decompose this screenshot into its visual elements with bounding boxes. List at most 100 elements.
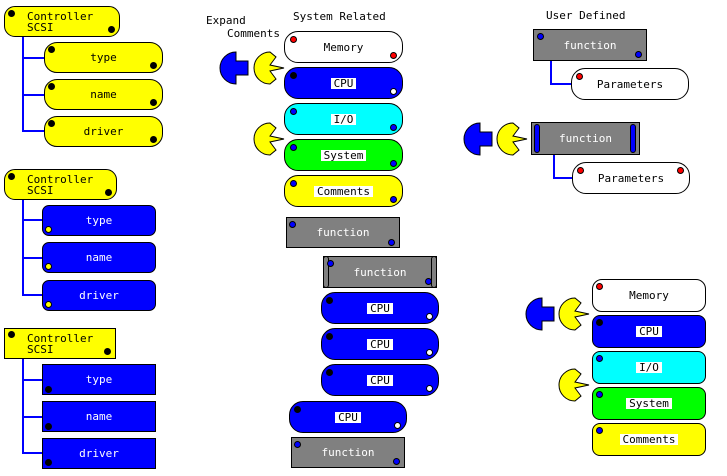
input-port-dot <box>596 391 603 398</box>
output-port-dot <box>104 348 111 355</box>
input-port-dot <box>294 406 301 413</box>
system-related-header: System Related <box>293 10 386 23</box>
controller-title: Controller SCSI <box>27 173 94 197</box>
tree-connector <box>22 57 44 59</box>
input-port-dot <box>8 173 15 180</box>
cpu-block[interactable]: CPU <box>321 364 439 396</box>
slot-marker <box>534 124 540 153</box>
input-port-dot <box>48 83 55 90</box>
io-block[interactable]: I/O <box>284 103 403 135</box>
input-port-dot <box>290 108 297 115</box>
input-port-dot <box>48 46 55 53</box>
comment-icon[interactable] <box>557 297 591 331</box>
input-port-dot <box>8 10 15 17</box>
parameters-block[interactable]: Parameters <box>571 68 689 100</box>
user-defined-header: User Defined <box>546 9 626 22</box>
controller-item-name[interactable]: name <box>42 242 156 273</box>
controller-item-driver[interactable]: driver <box>42 438 156 469</box>
input-port-dot <box>290 144 297 151</box>
collapse-icon[interactable] <box>460 122 494 156</box>
comment-icon[interactable] <box>252 122 286 156</box>
tree-connector <box>22 200 24 295</box>
expand-icon[interactable] <box>216 51 250 85</box>
output-port-dot <box>150 62 157 69</box>
comments-header: Comments <box>227 27 280 40</box>
input-port-dot <box>290 180 297 187</box>
cpu-block[interactable]: CPU <box>284 67 403 99</box>
tree-connector <box>22 219 42 221</box>
output-port-dot <box>390 124 397 131</box>
function-block[interactable]: function <box>533 29 647 61</box>
cpu-block[interactable]: CPU <box>321 292 439 324</box>
input-port-dot <box>8 331 15 338</box>
controller-item-driver[interactable]: driver <box>42 280 156 311</box>
input-port-dot <box>596 283 603 290</box>
controller-title: Controller SCSI <box>27 332 94 356</box>
output-port-dot <box>390 196 397 203</box>
memory-block[interactable]: Memory <box>284 31 403 63</box>
comment-icon[interactable] <box>557 368 591 402</box>
comment-icon[interactable] <box>495 122 529 156</box>
function-block[interactable]: function <box>286 217 400 248</box>
controller-item-type[interactable]: type <box>44 42 163 73</box>
input-port-dot <box>577 167 584 174</box>
controller-item-type[interactable]: type <box>42 364 156 395</box>
output-port-dot <box>426 349 433 356</box>
cpu-block[interactable]: CPU <box>592 315 706 348</box>
slot-marker <box>630 124 636 153</box>
tree-connector <box>22 359 24 453</box>
system-block[interactable]: System <box>592 387 706 420</box>
controller-item-driver[interactable]: driver <box>44 116 163 147</box>
tree-connector <box>22 379 42 381</box>
input-port-dot <box>45 423 52 430</box>
controller-item-type[interactable]: type <box>42 205 156 236</box>
controller-scsi-block[interactable]: Controller SCSI <box>4 328 116 359</box>
tree-connector <box>22 94 44 96</box>
controller-scsi-block[interactable]: Controller SCSI <box>4 169 117 200</box>
system-block[interactable]: System <box>284 139 403 171</box>
input-port-dot <box>326 333 333 340</box>
function-block[interactable]: function <box>291 437 405 468</box>
comment-icon[interactable] <box>252 51 286 85</box>
input-port-dot <box>289 221 296 228</box>
cpu-block[interactable]: CPU <box>289 401 407 433</box>
input-port-dot <box>45 226 52 233</box>
output-port-dot <box>426 385 433 392</box>
output-port-dot <box>426 313 433 320</box>
comments-block[interactable]: Comments <box>284 175 403 207</box>
output-port-dot <box>390 52 397 59</box>
tree-connector <box>22 416 42 418</box>
output-port-dot <box>390 160 397 167</box>
input-port-dot <box>537 33 544 40</box>
input-port-dot <box>48 120 55 127</box>
output-port-dot <box>677 167 684 174</box>
input-port-dot <box>576 73 583 80</box>
input-port-dot <box>326 369 333 376</box>
tree-connector <box>550 83 572 85</box>
output-port-dot <box>108 26 115 33</box>
input-port-dot <box>596 355 603 362</box>
function-block[interactable]: function <box>531 122 640 155</box>
tree-connector <box>22 294 42 296</box>
input-port-dot <box>596 319 603 326</box>
output-port-dot <box>388 239 395 246</box>
tree-connector <box>22 37 24 131</box>
io-block[interactable]: I/O <box>592 351 706 384</box>
function-block[interactable]: function <box>323 256 437 288</box>
slot-marker <box>323 256 329 288</box>
expand-icon[interactable] <box>522 297 556 331</box>
input-port-dot <box>45 263 52 270</box>
input-port-dot <box>45 301 52 308</box>
controller-item-name[interactable]: name <box>44 79 163 110</box>
cpu-block[interactable]: CPU <box>321 328 439 360</box>
parameters-block[interactable]: Parameters <box>572 162 690 194</box>
output-port-dot <box>425 278 432 285</box>
memory-block[interactable]: Memory <box>592 279 706 312</box>
comments-block[interactable]: Comments <box>592 423 706 456</box>
output-port-dot <box>150 136 157 143</box>
input-port-dot <box>290 72 297 79</box>
input-port-dot <box>326 297 333 304</box>
controller-item-name[interactable]: name <box>42 401 156 432</box>
controller-scsi-block[interactable]: Controller SCSI <box>4 6 120 37</box>
tree-connector <box>22 452 42 454</box>
